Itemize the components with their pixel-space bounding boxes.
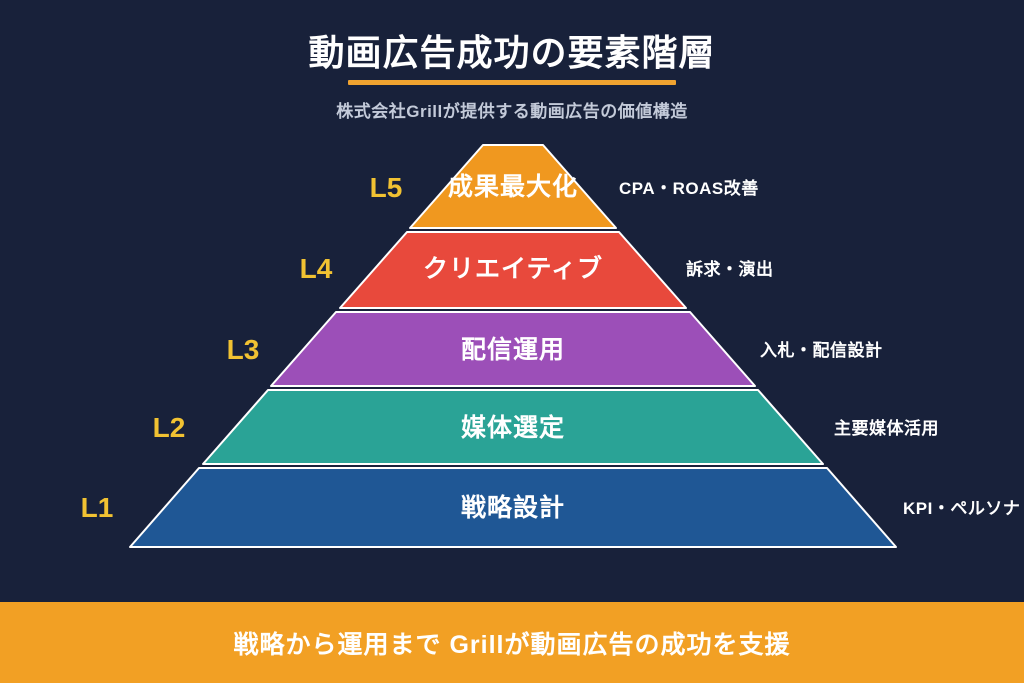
pyramid-level-l2: L2 媒体選定 主要媒体活用 — [153, 389, 939, 465]
pyramid-level-l3-side-label: 入札・配信設計 — [760, 340, 883, 360]
pyramid-level-l3-shape — [270, 311, 756, 387]
pyramid-level-l5: L5 成果最大化 CPA・ROAS改善 — [370, 144, 759, 229]
pyramid-level-l2-shape — [202, 389, 824, 465]
title-underline — [348, 80, 676, 85]
pyramid-level-l4-shape — [339, 231, 687, 309]
page-subtitle: 株式会社Grillが提供する動画広告の価値構造 — [336, 102, 688, 121]
pyramid-level-l4-title: クリエイティブ — [423, 254, 603, 283]
pyramid-level-l5-shape — [409, 144, 617, 229]
pyramid-level-l1-side-label: KPI・ペルソナ — [903, 499, 1020, 518]
pyramid-level-l3-title: 配信運用 — [461, 336, 565, 364]
pyramid-level-l3-label: L3 — [227, 334, 260, 365]
footer-banner-text: 戦略から運用まで Grillが動画広告の成功を支援 — [233, 630, 791, 659]
page-title: 動画広告成功の要素階層 — [308, 32, 716, 73]
footer-banner: 戦略から運用まで Grillが動画広告の成功を支援 — [0, 602, 1024, 683]
pyramid-level-l5-label: L5 — [370, 172, 403, 203]
pyramid-level-l2-label: L2 — [153, 412, 186, 443]
pyramid-level-l1-shape — [129, 467, 897, 548]
pyramid-level-l2-side-label: 主要媒体活用 — [834, 418, 939, 438]
pyramid-level-l1: L1 戦略設計 KPI・ペルソナ — [81, 467, 1020, 548]
pyramid-level-l2-title: 媒体選定 — [461, 413, 565, 442]
pyramid-level-l5-side-label: CPA・ROAS改善 — [619, 178, 759, 198]
pyramid-level-l1-label: L1 — [81, 492, 114, 523]
pyramid-level-l5-title: 成果最大化 — [448, 173, 578, 201]
pyramid-level-l4-side-label: 訴求・演出 — [686, 259, 774, 279]
pyramid-level-l4-label: L4 — [300, 253, 333, 284]
pyramid-level-l1-title: 戦略設計 — [461, 493, 565, 522]
pyramid-level-l3: L3 配信運用 入札・配信設計 — [227, 311, 883, 387]
pyramid-level-l4: L4 クリエイティブ 訴求・演出 — [300, 231, 774, 309]
